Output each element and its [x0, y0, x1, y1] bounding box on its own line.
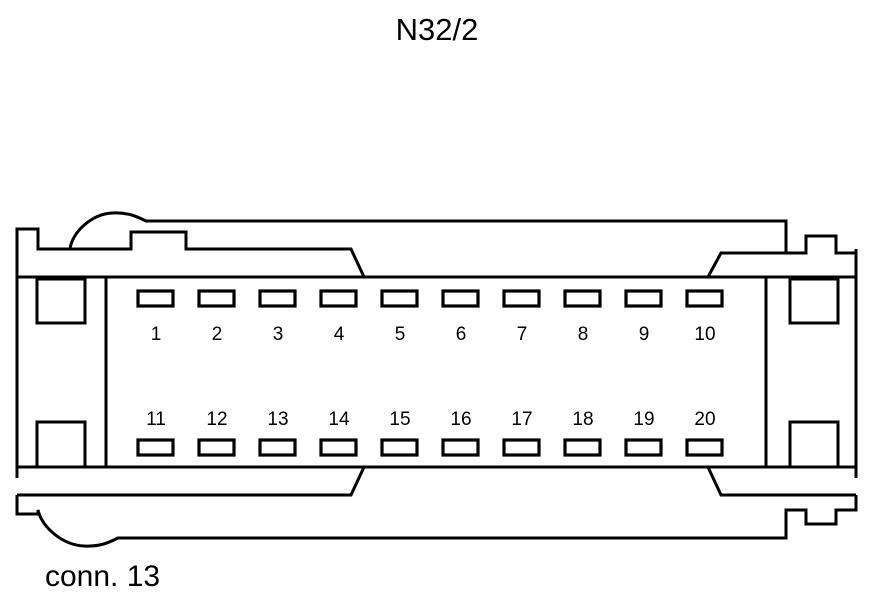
- connector-top-right-taper: [706, 251, 786, 278]
- pin-label-17: 17: [511, 409, 532, 430]
- pin-cavity-15[interactable]: [380, 438, 419, 457]
- pin-cavity-20[interactable]: [685, 438, 724, 457]
- pin-label-1: 1: [151, 324, 162, 345]
- pin-label-10: 10: [694, 324, 715, 345]
- pin-label-14: 14: [328, 409, 350, 430]
- pin-cavity-11[interactable]: [136, 438, 175, 457]
- pin-label-16: 16: [450, 409, 471, 430]
- pin-cavity-17[interactable]: [502, 438, 541, 457]
- pin-cavity-2[interactable]: [197, 289, 236, 308]
- pin-cavity-7[interactable]: [502, 289, 541, 308]
- pin-cavity-8[interactable]: [563, 289, 602, 308]
- connector-outer-shell: [15, 211, 858, 278]
- pin-row-bottom: 11 12 13 14 15 16 17 18 19 20: [136, 409, 724, 457]
- pin-label-7: 7: [517, 324, 528, 345]
- pin-cavity-16[interactable]: [441, 438, 480, 457]
- pin-label-9: 9: [639, 324, 650, 345]
- diagram-caption: conn. 13: [45, 560, 160, 593]
- pin-label-5: 5: [395, 324, 406, 345]
- pin-cavity-18[interactable]: [563, 438, 602, 457]
- pin-label-11: 11: [146, 409, 166, 430]
- pin-label-12: 12: [206, 409, 227, 430]
- pin-cavity-4[interactable]: [319, 289, 358, 308]
- connector-bottom-profile: [15, 495, 858, 548]
- pin-label-3: 3: [273, 324, 284, 345]
- pin-cavity-12[interactable]: [197, 438, 236, 457]
- pin-label-13: 13: [267, 409, 288, 430]
- pin-label-15: 15: [389, 409, 410, 430]
- pin-cavity-5[interactable]: [380, 289, 419, 308]
- connector-top-profile: [15, 211, 858, 255]
- pin-cavity-6[interactable]: [441, 289, 480, 308]
- connector-bottom-left-taper: [17, 466, 366, 497]
- keying-box-bottom-left: [35, 420, 87, 469]
- page-title: N32/2: [396, 12, 479, 47]
- pin-cavity-14[interactable]: [319, 438, 358, 457]
- pin-row-top: 1 2 3 4 5 6 7 8 9 10: [136, 289, 724, 345]
- pin-cavity-1[interactable]: [136, 289, 175, 308]
- pin-cavity-3[interactable]: [258, 289, 297, 308]
- pin-label-6: 6: [456, 324, 467, 345]
- pin-label-4: 4: [334, 324, 345, 345]
- keying-box-top-left: [35, 277, 87, 325]
- pin-label-8: 8: [578, 324, 589, 345]
- pin-label-19: 19: [633, 409, 654, 430]
- connector-bottom-right-taper: [706, 466, 856, 497]
- pin-cavity-10[interactable]: [685, 289, 724, 308]
- pin-label-18: 18: [572, 409, 593, 430]
- keying-box-bottom-right: [788, 420, 840, 469]
- pin-cavity-19[interactable]: [624, 438, 663, 457]
- pin-label-20: 20: [694, 409, 715, 430]
- connector-top-bump: [70, 230, 366, 278]
- pin-cavity-13[interactable]: [258, 438, 297, 457]
- pin-label-2: 2: [212, 324, 223, 345]
- pin-cavity-9[interactable]: [624, 289, 663, 308]
- keying-box-top-right: [788, 277, 840, 325]
